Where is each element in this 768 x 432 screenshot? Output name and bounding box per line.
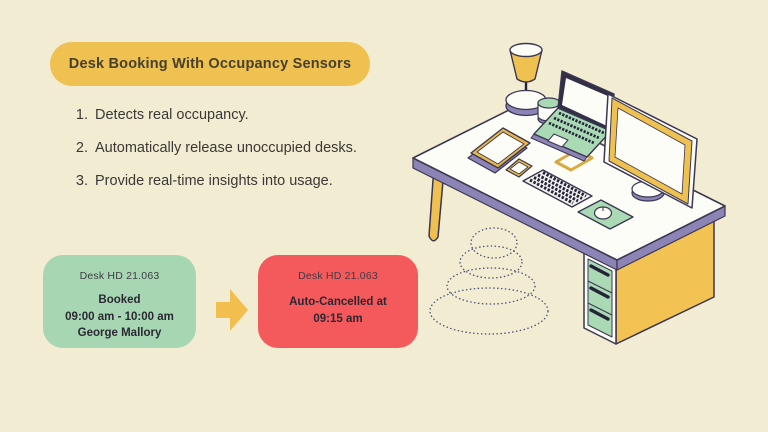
list-item-text: Provide real-time insights into usage. [95, 173, 333, 189]
phone-icon [505, 158, 533, 178]
monitor-icon [603, 93, 698, 209]
tablet-icon [467, 127, 531, 174]
booking-status-block: Booked 09:00 am - 10:00 am George Mallor… [65, 292, 174, 342]
page-title: Desk Booking With Occupancy Sensors [68, 56, 352, 72]
mouse-icon [593, 206, 613, 220]
desk-illustration [412, 42, 726, 345]
cancel-time-text: 09:15 am [313, 312, 363, 325]
title-banner: Desk Booking With Occupancy Sensors [50, 42, 370, 86]
desk-leg [428, 165, 445, 242]
status-text: Booked [98, 294, 141, 306]
desk-id-label: Desk HD 21.063 [298, 270, 378, 282]
list-item: 3. Provide real-time insights into usage… [70, 172, 357, 191]
arrow-right-icon [216, 289, 248, 331]
cancel-status-text: Auto-Cancelled at [289, 296, 387, 308]
cancelled-desk-card: Desk HD 21.063 Auto-Cancelled at 09:15 a… [258, 255, 418, 348]
drawer-unit-icon [583, 218, 715, 345]
person-name-text: George Mallory [77, 327, 162, 339]
cancel-status-block: Auto-Cancelled at 09:15 am [289, 294, 387, 327]
feature-list: 1. Detects real occupancy. 2. Automatica… [70, 106, 357, 205]
booked-desk-card: Desk HD 21.063 Booked 09:00 am - 10:00 a… [43, 255, 196, 348]
list-item-number: 1. [75, 107, 88, 123]
list-item-number: 3. [75, 173, 88, 189]
list-item-number: 2. [75, 140, 88, 156]
lamp-icon [505, 42, 547, 117]
list-item: 2. Automatically release unoccupied desk… [70, 139, 357, 158]
list-item-text: Automatically release unoccupied desks. [95, 140, 357, 156]
laptop-icon [530, 70, 615, 162]
time-range-text: 09:00 am - 10:00 am [65, 310, 174, 323]
sensor-waves-icon [429, 227, 549, 335]
list-item-text: Detects real occupancy. [95, 107, 249, 123]
keyboard-icon [522, 169, 593, 208]
desk-id-label: Desk HD 21.063 [79, 270, 160, 282]
list-item: 1. Detects real occupancy. [70, 106, 357, 125]
